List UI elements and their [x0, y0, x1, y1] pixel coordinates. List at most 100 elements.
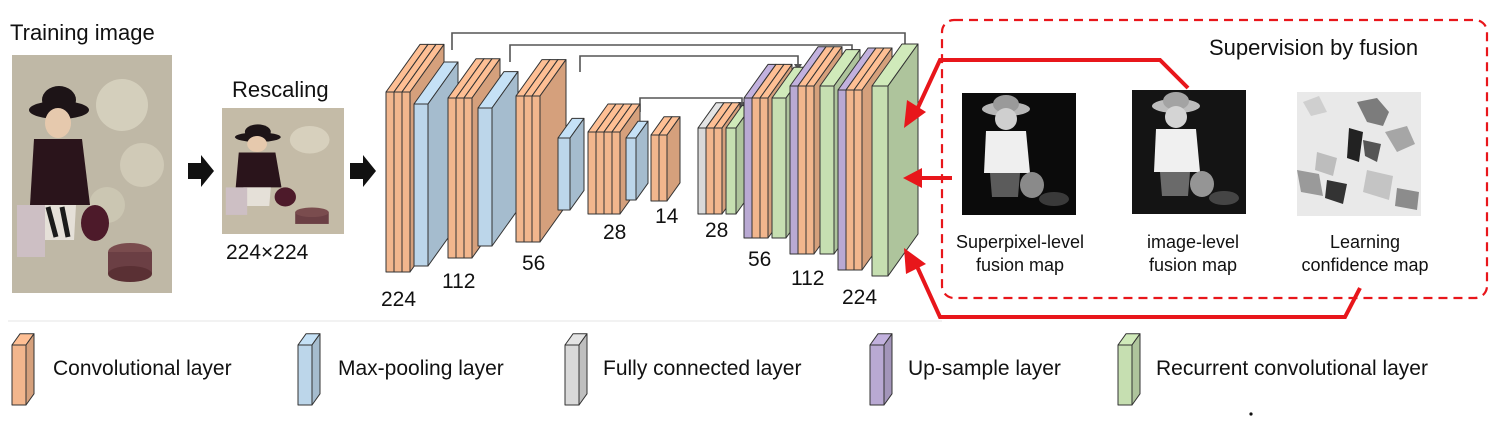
layer-block-conv-10-front	[531, 95, 541, 243]
dim-label-56-dec: 56	[748, 248, 772, 271]
image-level-fusion-map	[1132, 90, 1246, 214]
layer-block-conv-9-front	[523, 95, 533, 243]
layer-block-conv-33-front	[853, 89, 863, 271]
layer-block-rec-34-front	[871, 85, 889, 277]
layer-block-conv-29-front	[805, 85, 815, 255]
legend-icon-fc-side	[578, 333, 588, 406]
legend-fc-label: Fully connected layer	[603, 357, 802, 380]
layer-block-conv-28-front	[797, 85, 807, 255]
layer-block-up-23-front	[743, 97, 753, 239]
dim-label-224-dec: 224	[842, 286, 878, 309]
dim-label-112-dec: 112	[791, 267, 825, 290]
legend-icon-pool-front	[297, 344, 313, 406]
superpixel-fusion-map-art	[962, 93, 1076, 215]
layer-block-pool-7-front	[477, 107, 493, 247]
supervision-arrows	[913, 58, 1362, 319]
legend-icon-conv	[11, 333, 35, 406]
layer-block-conv-25-front	[759, 97, 769, 239]
training-image-art	[12, 55, 172, 293]
superpixel-fusion-map	[962, 93, 1076, 215]
dim-label-28-dec: 28	[705, 219, 729, 242]
legend-icon-pool-side	[311, 333, 321, 406]
flow-arrow-2	[350, 155, 376, 187]
layer-block-conv-1-front	[393, 91, 403, 273]
rescaled-image-art	[222, 108, 344, 234]
legend-rec-label: Recurrent convolutional layer	[1156, 357, 1428, 380]
confidence-map-caption: Learning confidence map	[1301, 232, 1429, 275]
learning-confidence-map-art	[1297, 92, 1421, 216]
flow-arrow-1	[188, 155, 214, 187]
dim-label-28-enc: 28	[603, 221, 627, 244]
legend-icons	[11, 333, 1141, 406]
layer-block-conv-20-front	[705, 127, 715, 215]
layer-block-conv-12-front	[587, 131, 597, 215]
supervision-arrow-bottom	[913, 261, 1362, 319]
supervision-arrow-top	[913, 58, 1190, 115]
layer-block-up-27-front	[789, 85, 799, 255]
layer-block-rec-34	[871, 43, 919, 277]
layer-block-conv-17-front	[650, 134, 660, 202]
layer-block-conv-15-front	[611, 131, 621, 215]
layer-block-pool-3-front	[413, 103, 429, 267]
stray-dot	[1249, 412, 1253, 416]
legend-conv-label: Convolutional layer	[53, 357, 232, 380]
legend-icon-rec	[1117, 333, 1141, 406]
legend-icon-rec-front	[1117, 344, 1133, 406]
training-image-title: Training image	[10, 20, 155, 45]
layer-block-rec-26-front	[771, 97, 787, 239]
dim-label-224-enc: 224	[381, 288, 417, 311]
legend-icon-conv-side	[25, 333, 35, 406]
rescaling-title: Rescaling	[232, 77, 329, 102]
legend-up-label: Up-sample layer	[908, 357, 1061, 380]
layer-block-conv-4-front	[447, 97, 457, 259]
layer-block-rec-22-front	[725, 127, 737, 215]
layer-block-conv-5-front	[455, 97, 465, 259]
layer-block-conv-8-front	[515, 95, 525, 243]
skip-connection-224	[451, 32, 909, 51]
supervision-arrowhead-middle	[903, 168, 922, 188]
rescaling-size-label: 224×224	[226, 241, 309, 264]
legend-icon-conv-front	[11, 344, 27, 406]
skip-connection-56	[579, 55, 802, 72]
layer-block-conv-32-front	[845, 89, 855, 271]
supervision-title: Supervision by fusion	[1209, 35, 1419, 60]
layer-block-rec-30-front	[819, 85, 835, 255]
layer-block-conv-2-front	[401, 91, 411, 273]
layer-block-pool-11	[557, 117, 585, 211]
image-level-fusion-map-art	[1132, 90, 1246, 214]
layer-block-fc-19-front	[697, 127, 707, 215]
legend-icon-fc-front	[564, 344, 580, 406]
dim-label-14: 14	[655, 205, 679, 228]
layer-block-up-31-front	[837, 89, 847, 271]
layer-block-conv-14-front	[603, 131, 613, 215]
supervision-arrowhead-top	[904, 100, 926, 128]
layer-block-conv-0-front	[385, 91, 395, 273]
layer-block-pool-16	[625, 120, 649, 201]
layer-block-conv-18-front	[658, 134, 668, 202]
supervision-box	[940, 18, 1489, 300]
legend-icon-up-side	[883, 333, 893, 406]
legend-icon-fc	[564, 333, 588, 406]
supervision-arrowheads	[903, 100, 926, 274]
legend-icon-up-front	[869, 344, 885, 406]
rescaled-image	[222, 108, 344, 234]
legend-icon-rec-side	[1131, 333, 1141, 406]
layer-block-pool-16-front	[625, 137, 637, 201]
legend-pool-label: Max-pooling layer	[338, 357, 504, 380]
legend-icon-up	[869, 333, 893, 406]
layer-block-conv-18	[658, 116, 681, 202]
supervision-arrowhead-bottom	[904, 248, 926, 274]
dim-label-112-enc: 112	[442, 270, 476, 293]
layer-block-pool-11-front	[557, 137, 571, 211]
dim-label-56-enc: 56	[522, 252, 546, 275]
legend-icon-pool	[297, 333, 321, 406]
layer-block-conv-6-front	[463, 97, 473, 259]
layer-blocks	[385, 43, 919, 277]
superpixel-map-caption: Superpixel-level fusion map	[955, 232, 1085, 275]
training-image	[12, 55, 172, 293]
layer-block-conv-21-front	[713, 127, 723, 215]
learning-confidence-map	[1297, 92, 1421, 216]
layer-block-conv-24-front	[751, 97, 761, 239]
image-level-map-caption: image-level fusion map	[1146, 232, 1240, 275]
